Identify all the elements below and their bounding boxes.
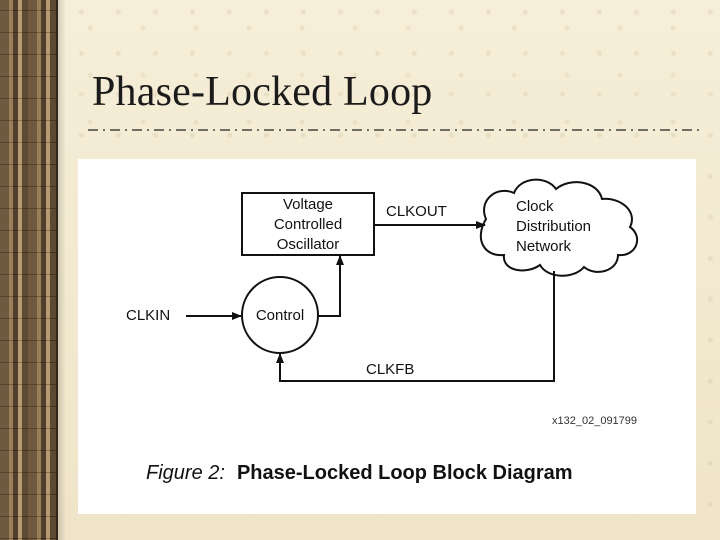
clock-network-label: Clock Distribution Network [516, 198, 592, 255]
clkfb-label: CLKFB [366, 361, 415, 378]
figure-number: Figure 2: [146, 462, 225, 484]
book-binding-decoration [0, 0, 58, 540]
control-to-vco-wire [318, 255, 344, 317]
figure-title: Phase-Locked Loop Block Diagram [236, 462, 573, 484]
clkin-label: CLKIN [126, 307, 171, 324]
vco-label: Voltage Controlled Oscillator [273, 196, 343, 253]
figure-caption: Figure 2: Phase-Locked Loop Block Diagram [146, 462, 573, 485]
figure-panel: Voltage Controlled Oscillator Control Cl… [78, 159, 696, 514]
figure-id: x132_02_091799 [552, 415, 638, 427]
binding-shadow [56, 0, 66, 540]
clkfb-wire [276, 271, 555, 382]
pll-block-diagram [186, 178, 639, 382]
vco-block [241, 192, 375, 256]
clkout-label: CLKOUT [386, 203, 447, 220]
clock-network-cloud [479, 178, 639, 277]
slide-title: Phase-Locked Loop [92, 69, 433, 115]
control-label: Control [255, 307, 305, 324]
dotted-divider [88, 129, 703, 131]
